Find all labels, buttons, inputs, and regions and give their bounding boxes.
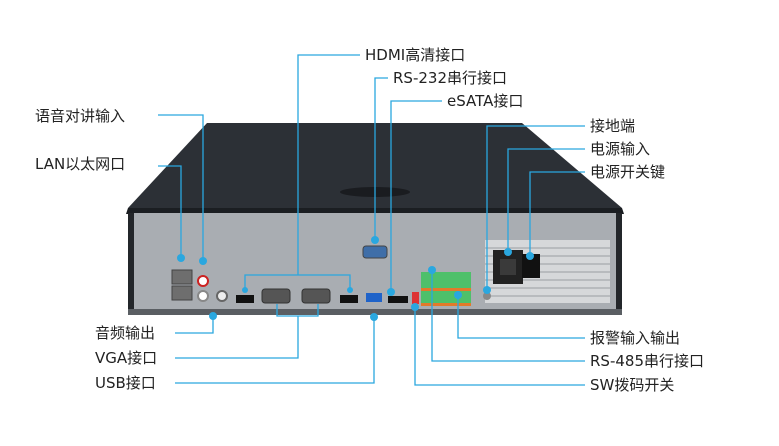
label-power-switch: 电源开关键 (590, 163, 666, 181)
dip-switch (412, 292, 419, 304)
callout-lines (158, 54, 585, 386)
label-lan: LAN以太网口 (35, 155, 126, 173)
label-rs485: RS-485串行接口 (590, 352, 704, 370)
audio-out-jack (197, 290, 209, 302)
rs232-port (362, 245, 388, 259)
hdmi-port (236, 295, 254, 303)
label-audio-out: 音频输出 (95, 324, 156, 342)
vga-port (261, 288, 291, 304)
power-switch (522, 254, 540, 278)
callout-dots (177, 236, 534, 321)
lan-port (171, 285, 193, 301)
label-vga: VGA接口 (95, 349, 158, 367)
hdmi-port (340, 295, 358, 303)
ground-screw (483, 292, 491, 300)
label-usb: USB接口 (95, 374, 156, 392)
esata-port (388, 296, 408, 303)
lan-port (171, 269, 193, 285)
usb-port (366, 293, 382, 302)
label-hdmi: HDMI高清接口 (365, 46, 466, 64)
label-rs232: RS-232串行接口 (393, 69, 507, 87)
label-power-in: 电源输入 (590, 140, 651, 158)
vga-port (301, 288, 331, 304)
talk-in-jack (197, 275, 209, 287)
label-esata: eSATA接口 (447, 92, 524, 110)
label-alarm-io: 报警输入输出 (590, 329, 681, 347)
label-sw-dip: SW拨码开关 (590, 376, 675, 394)
label-ground: 接地端 (590, 117, 636, 135)
label-talk-in: 语音对讲输入 (35, 107, 126, 125)
